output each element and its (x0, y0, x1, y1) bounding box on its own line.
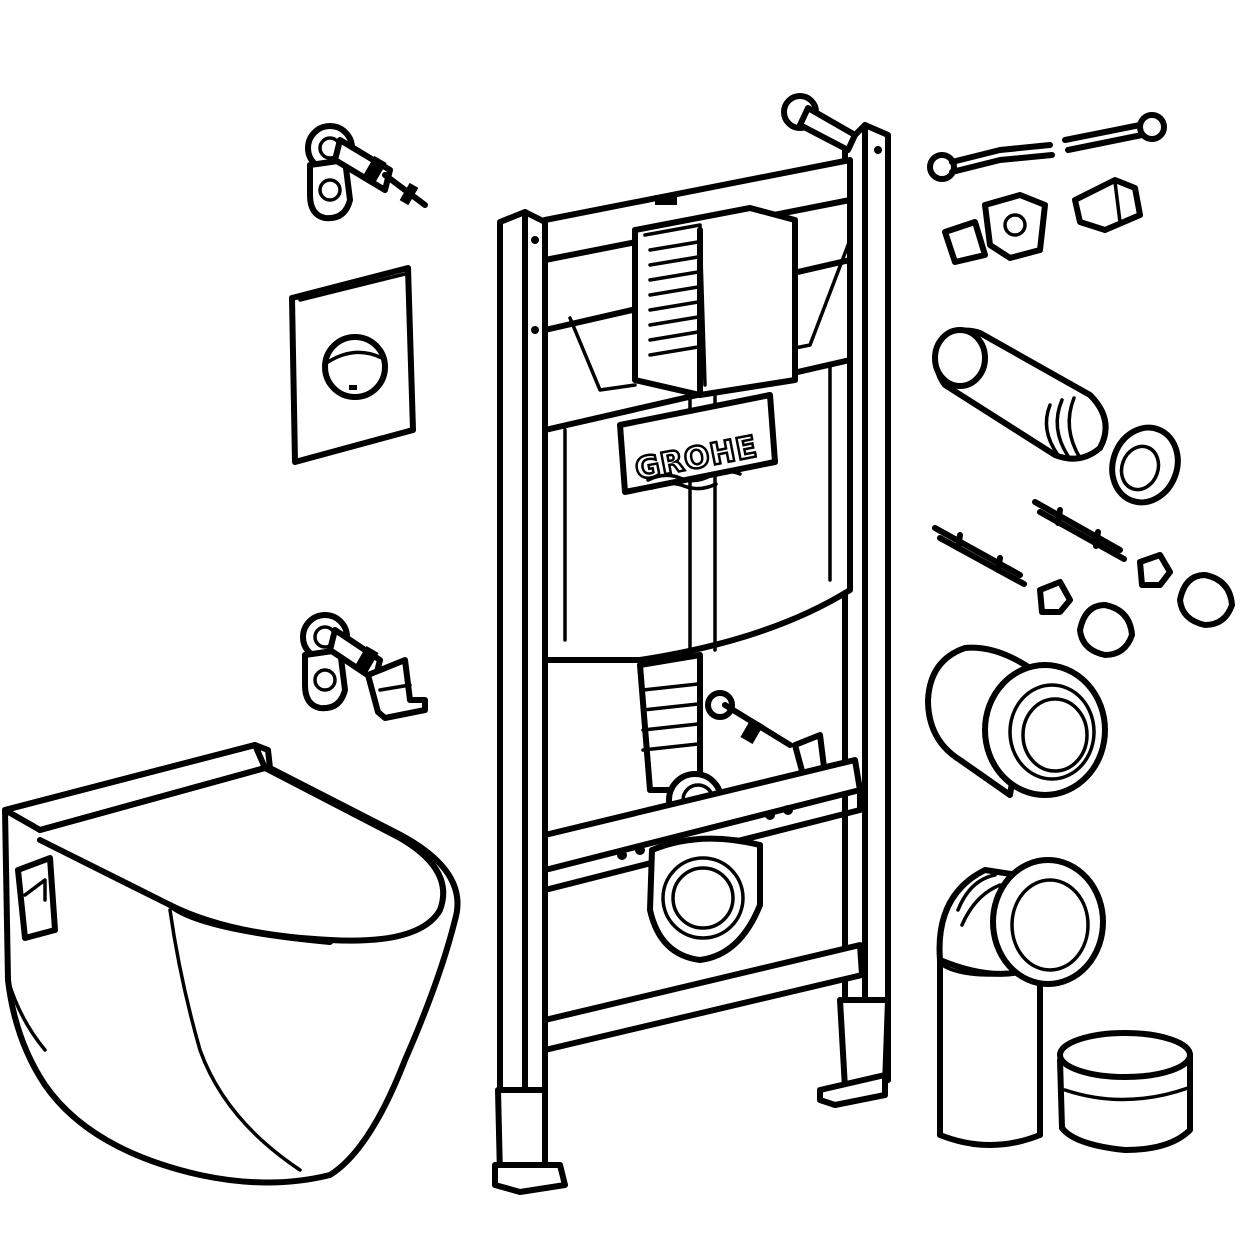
elbow-drain-pipe (936, 857, 1106, 1148)
flush-plate (289, 265, 416, 465)
wall-bracket-top-left (305, 123, 428, 222)
drain-cap (1057, 1030, 1193, 1153)
frame-foot-right (817, 1072, 888, 1108)
installation-frame-with-cistern: GROHE (492, 93, 891, 1195)
wall-bracket-bottom-left (300, 612, 428, 721)
cover-caps (1077, 572, 1235, 658)
flush-pipe (932, 327, 1109, 462)
water-supply-hose (927, 112, 1167, 182)
straight-drain-connector (925, 644, 1108, 798)
pipe-seal-ring (1109, 424, 1181, 506)
nuts (1037, 552, 1173, 615)
mounting-bolts (932, 499, 1127, 587)
bowl-side-bracket-icon (15, 855, 58, 941)
brand-logo-plate (617, 392, 778, 495)
wall-hung-toilet-bowl (2, 742, 461, 1186)
frame-foot-left (492, 1162, 568, 1195)
angle-valve-fittings (942, 177, 1143, 265)
